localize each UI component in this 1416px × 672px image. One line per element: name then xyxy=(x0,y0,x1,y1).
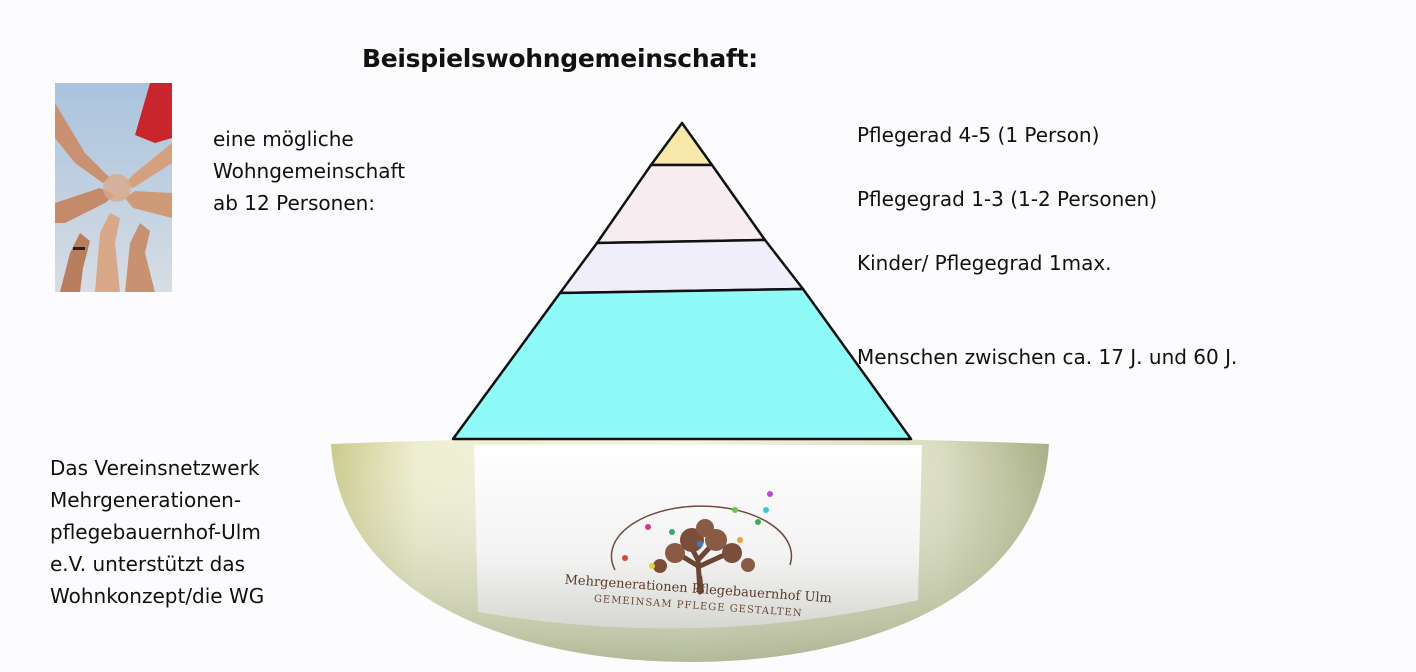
association-line: Wohnkonzept/die WG xyxy=(50,584,265,608)
association-line: Das Vereinsnetzwerk xyxy=(50,456,260,480)
intro-line: ab 12 Personen: xyxy=(213,191,376,215)
hands-photo xyxy=(55,83,172,292)
intro-line: eine mögliche xyxy=(213,127,354,151)
level-label-4: Menschen zwischen ca. 17 J. und 60 J. xyxy=(857,345,1238,369)
bowl-base: Mehrgenerationen Pflegebauernhof Ulm GEM… xyxy=(331,437,1049,662)
association-line: pflegebauernhof-Ulm xyxy=(50,520,261,544)
association-line: e.V. unterstützt das xyxy=(50,552,246,576)
pyramid-level-1 xyxy=(649,121,714,167)
intro-text: eine mögliche Wohngemeinschaft ab 12 Per… xyxy=(213,123,405,219)
pyramid-level-4 xyxy=(451,287,913,441)
level-label-2: Pflegegrad 1-3 (1-2 Personen) xyxy=(857,187,1158,211)
association-line: Mehrgenerationen- xyxy=(50,488,242,512)
page-title: Beispielswohngemeinschaft: xyxy=(362,44,758,73)
intro-line: Wohngemeinschaft xyxy=(213,159,406,183)
association-text: Das Vereinsnetzwerk Mehrgenerationen- pf… xyxy=(50,452,264,612)
pyramid-level-2 xyxy=(595,163,767,245)
level-label-1: Pflegerad 4-5 (1 Person) xyxy=(857,123,1100,147)
level-label-3: Kinder/ Pflegegrad 1max. xyxy=(857,251,1112,275)
pyramid-level-3 xyxy=(558,238,805,295)
tree-logo xyxy=(610,491,793,595)
